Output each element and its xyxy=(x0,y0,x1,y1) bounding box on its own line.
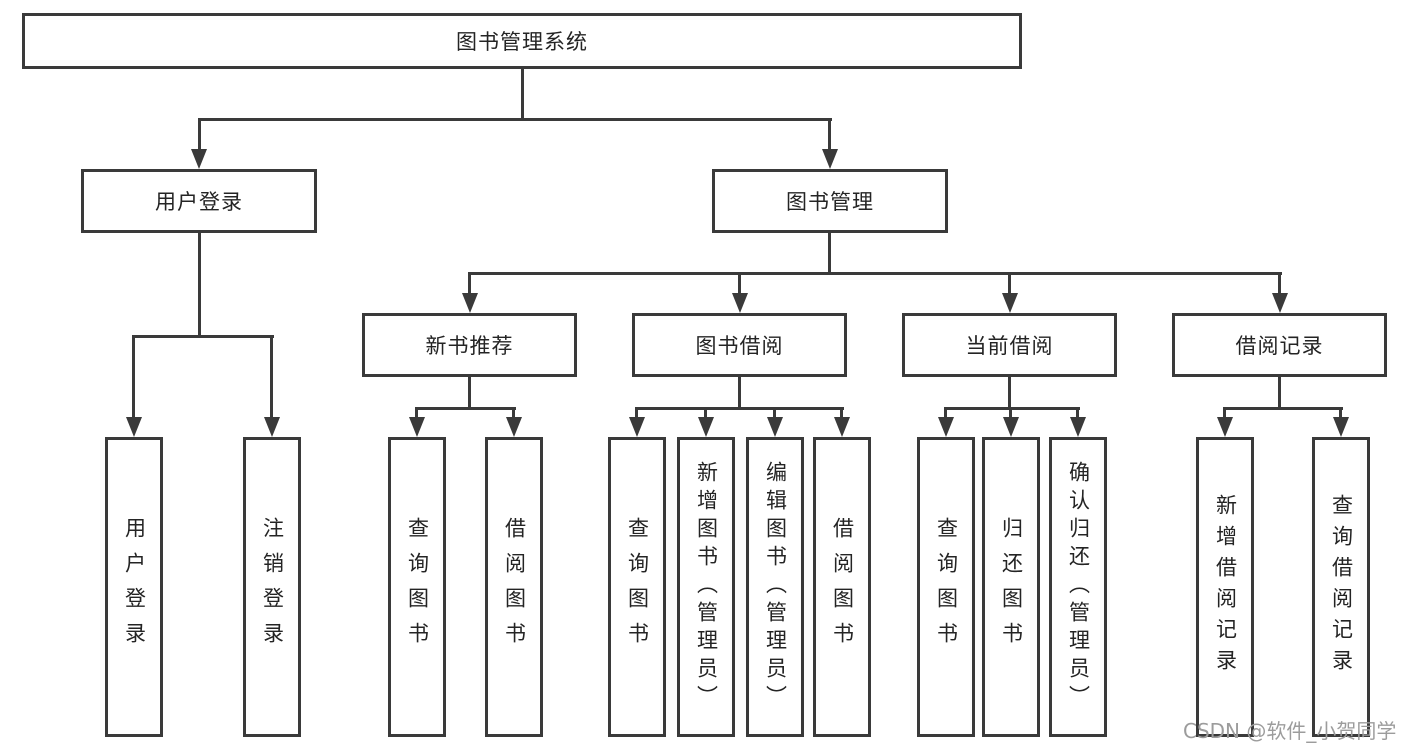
connector-line xyxy=(270,335,273,419)
connector-line xyxy=(198,233,201,335)
leaf-add-borrow-record: 新增借阅记录 xyxy=(1196,437,1254,737)
leaf-borrow-book-recommend: 借阅图书 xyxy=(485,437,543,737)
connector-line xyxy=(1009,407,1012,419)
node-book-management: 图书管理 xyxy=(712,169,948,233)
leaf-user-login: 用户登录 xyxy=(105,437,163,737)
leaf-return-book-label: 归还图书 xyxy=(999,517,1024,657)
connector-line xyxy=(1339,407,1342,419)
arrow-down-icon xyxy=(264,417,280,437)
connector-line xyxy=(415,407,418,419)
node-current-borrow-label: 当前借阅 xyxy=(965,334,1054,358)
leaf-edit-book-admin-label: 编辑图书（管理员） xyxy=(763,461,788,713)
connector-line xyxy=(828,233,831,272)
arrow-down-icon xyxy=(506,417,522,437)
connector-line xyxy=(521,69,524,118)
node-root-label: 图书管理系统 xyxy=(456,30,588,54)
leaf-query-book-recommend-label: 查询图书 xyxy=(405,517,430,657)
leaf-query-book-recommend: 查询图书 xyxy=(388,437,446,737)
arrow-down-icon xyxy=(1333,417,1349,437)
arrow-down-icon xyxy=(1003,417,1019,437)
connector-line xyxy=(738,272,741,295)
node-book-borrow: 图书借阅 xyxy=(632,313,847,377)
leaf-borrow-book-label: 借阅图书 xyxy=(830,517,855,657)
connector-line xyxy=(1223,407,1226,419)
arrow-down-icon xyxy=(1070,417,1086,437)
node-user-login-label: 用户登录 xyxy=(155,190,243,214)
connector-line xyxy=(635,407,844,410)
connector-line xyxy=(944,407,947,419)
leaf-query-borrow-record: 查询借阅记录 xyxy=(1312,437,1370,737)
node-book-management-label: 图书管理 xyxy=(786,190,874,214)
connector-line xyxy=(468,377,471,407)
leaf-confirm-return-admin: 确认归还（管理员） xyxy=(1049,437,1107,737)
connector-line xyxy=(828,118,831,152)
leaf-query-borrow-record-label: 查询借阅记录 xyxy=(1329,494,1354,680)
leaf-logout: 注销登录 xyxy=(243,437,301,737)
leaf-query-book-borrow: 查询图书 xyxy=(608,437,666,737)
leaf-edit-book-admin: 编辑图书（管理员） xyxy=(746,437,804,737)
node-root: 图书管理系统 xyxy=(22,13,1022,69)
leaf-borrow-book-recommend-label: 借阅图书 xyxy=(502,517,527,657)
leaf-query-book-current: 查询图书 xyxy=(917,437,975,737)
connector-line xyxy=(840,407,843,419)
leaf-add-borrow-record-label: 新增借阅记录 xyxy=(1213,494,1238,680)
node-current-borrow: 当前借阅 xyxy=(902,313,1117,377)
leaf-user-login-label: 用户登录 xyxy=(122,517,147,657)
arrow-down-icon xyxy=(1217,417,1233,437)
arrow-down-icon xyxy=(191,149,207,169)
arrow-down-icon xyxy=(462,293,478,313)
arrow-down-icon xyxy=(822,149,838,169)
node-borrow-record-label: 借阅记录 xyxy=(1235,334,1324,358)
arrow-down-icon xyxy=(767,417,783,437)
connector-line xyxy=(198,118,201,152)
connector-line xyxy=(198,118,832,121)
connector-line xyxy=(1008,377,1011,407)
connector-line xyxy=(512,407,515,419)
csdn-watermark: CSDN @软件_小贺同学 xyxy=(1183,719,1397,743)
connector-line xyxy=(468,272,471,295)
arrow-down-icon xyxy=(126,417,142,437)
connector-line xyxy=(1278,377,1281,407)
connector-line xyxy=(1076,407,1079,419)
arrow-down-icon xyxy=(698,417,714,437)
connector-line xyxy=(944,407,1080,410)
leaf-logout-label: 注销登录 xyxy=(260,517,285,657)
connector-line xyxy=(415,407,516,410)
leaf-add-book-admin-label: 新增图书（管理员） xyxy=(694,461,719,713)
connector-line xyxy=(132,335,135,419)
node-book-borrow-label: 图书借阅 xyxy=(695,334,784,358)
leaf-add-book-admin: 新增图书（管理员） xyxy=(677,437,735,737)
leaf-return-book: 归还图书 xyxy=(982,437,1040,737)
arrow-down-icon xyxy=(409,417,425,437)
connector-line xyxy=(468,272,1282,275)
node-user-login: 用户登录 xyxy=(81,169,317,233)
leaf-query-book-current-label: 查询图书 xyxy=(934,517,959,657)
arrow-down-icon xyxy=(732,293,748,313)
node-new-book-recommend: 新书推荐 xyxy=(362,313,577,377)
leaf-confirm-return-admin-label: 确认归还（管理员） xyxy=(1066,461,1091,713)
arrow-down-icon xyxy=(938,417,954,437)
connector-line xyxy=(1278,272,1281,295)
arrow-down-icon xyxy=(1272,293,1288,313)
leaf-borrow-book: 借阅图书 xyxy=(813,437,871,737)
connector-line xyxy=(773,407,776,419)
arrow-down-icon xyxy=(629,417,645,437)
arrow-down-icon xyxy=(1002,293,1018,313)
connector-line xyxy=(132,335,274,338)
connector-line xyxy=(738,377,741,407)
node-borrow-record: 借阅记录 xyxy=(1172,313,1387,377)
leaf-query-book-borrow-label: 查询图书 xyxy=(625,517,650,657)
connector-line xyxy=(1008,272,1011,295)
connector-line xyxy=(704,407,707,419)
connector-line xyxy=(635,407,638,419)
node-new-book-recommend-label: 新书推荐 xyxy=(425,334,514,358)
connector-line xyxy=(1223,407,1343,410)
arrow-down-icon xyxy=(834,417,850,437)
